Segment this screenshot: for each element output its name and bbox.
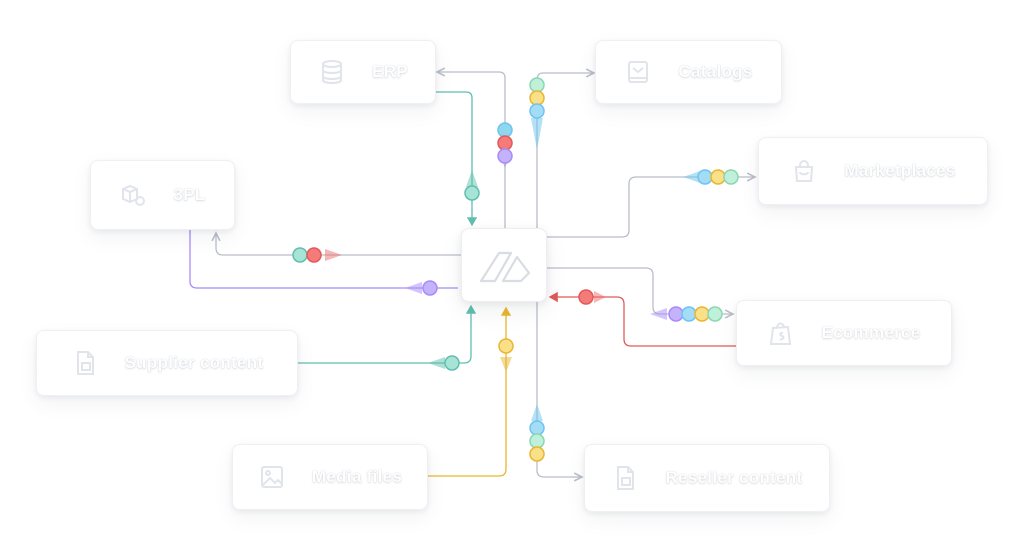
- node-3pl[interactable]: 3PL: [90, 160, 235, 230]
- boxes-icon: [119, 181, 147, 209]
- shopify-bag-icon: [767, 319, 795, 347]
- node-reseller-content[interactable]: Reseller content: [584, 444, 830, 512]
- node-label: Catalogs: [678, 62, 753, 81]
- node-ecommerce[interactable]: Ecommerce: [736, 300, 952, 366]
- packet-cluster-3pl-outbound: [292, 247, 342, 263]
- catalog-book-icon: [624, 58, 652, 86]
- edge-ecommerce-to-hub: [548, 291, 736, 347]
- packet-supplier-inbound: [428, 355, 460, 371]
- edge-3pl-to-hub: [189, 230, 458, 289]
- edge-hub-to-erp: [437, 72, 506, 228]
- shopping-bag-icon: [790, 157, 818, 185]
- edge-hub-to-3pl: [216, 233, 461, 256]
- node-label: Marketplaces: [844, 161, 956, 180]
- edge-supplier-to-hub: [298, 304, 477, 364]
- node-label: ERP: [372, 62, 408, 81]
- node-marketplaces[interactable]: Marketplaces: [758, 137, 988, 205]
- node-label: Media files: [311, 467, 403, 486]
- packet-cluster-ecommerce: [650, 306, 723, 322]
- node-label: Supplier content: [124, 353, 264, 372]
- edge-media-to-hub: [428, 306, 512, 477]
- node-label: Ecommerce: [821, 323, 921, 342]
- database-icon: [318, 58, 346, 86]
- packet-cluster-catalogs: [529, 77, 545, 150]
- node-label: 3PL: [173, 185, 206, 204]
- document-icon: [71, 349, 99, 377]
- node-supplier-content[interactable]: Supplier content: [36, 330, 298, 396]
- node-erp[interactable]: ERP: [290, 40, 436, 104]
- edge-hub-to-reseller: [536, 302, 582, 477]
- product-hub-logo-icon: [479, 251, 531, 283]
- edge-hub-to-catalogs: [536, 73, 594, 228]
- data-packets: [292, 77, 739, 462]
- node-label: Reseller content: [665, 468, 803, 487]
- packet-cluster-erp-outbound: [497, 122, 513, 168]
- edge-hub-to-marketplaces: [547, 177, 755, 238]
- node-catalogs[interactable]: Catalogs: [595, 40, 782, 104]
- edge-erp-to-hub: [436, 91, 478, 227]
- document-icon: [611, 464, 639, 492]
- packet-3pl-inbound: [405, 280, 438, 296]
- node-media-files[interactable]: Media files: [232, 444, 428, 510]
- central-hub[interactable]: [461, 228, 547, 302]
- packet-cluster-marketplaces: [683, 169, 739, 185]
- image-icon: [258, 463, 286, 491]
- packet-ecommerce-inbound: [578, 289, 606, 305]
- packet-media-inbound: [498, 338, 514, 372]
- packet-cluster-reseller: [529, 404, 545, 462]
- packet-erp-inbound: [464, 170, 480, 201]
